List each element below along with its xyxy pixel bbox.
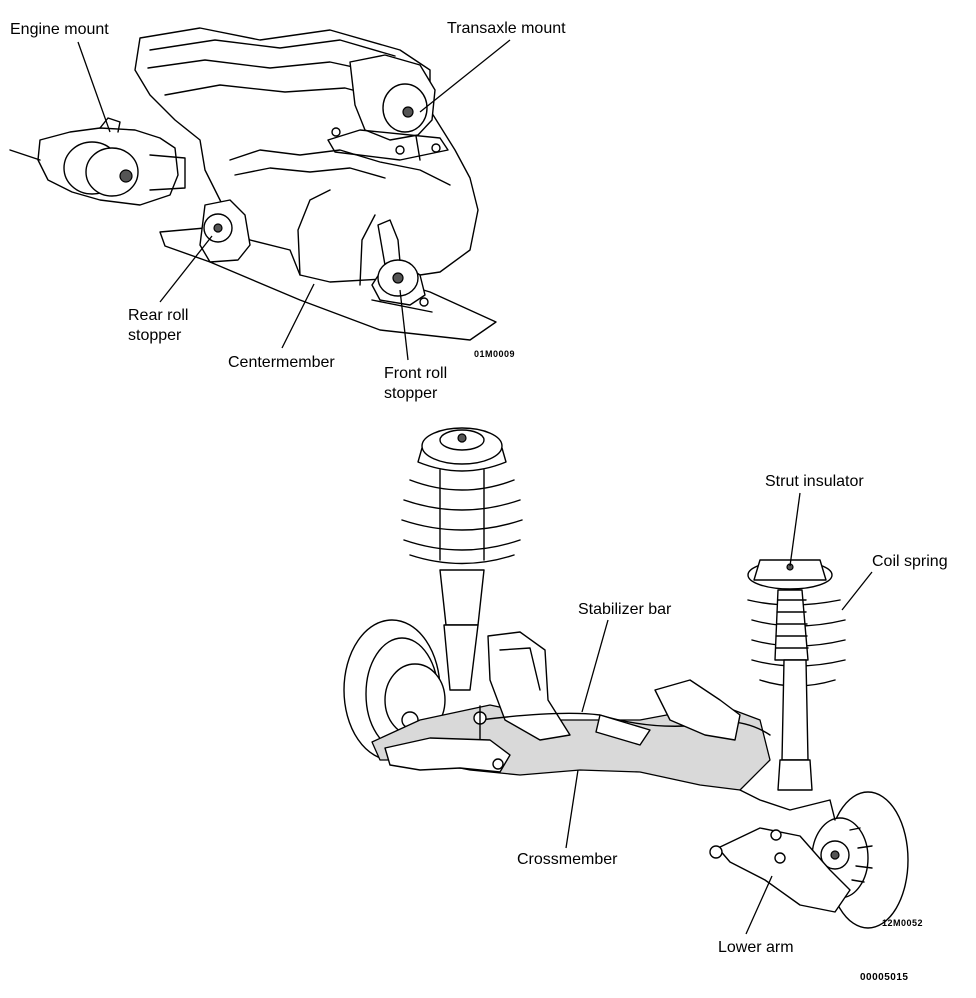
figure-code-top: 01M0009 bbox=[474, 349, 516, 359]
label-lower-arm: Lower arm bbox=[718, 939, 794, 956]
label-stabilizer-bar: Stabilizer bar bbox=[578, 601, 672, 618]
engine-assembly-drawing bbox=[9, 27, 497, 341]
bottom-leader-lines bbox=[565, 492, 873, 935]
figure-code-bottom: 12M0052 bbox=[882, 918, 924, 928]
page-code: 00005015 bbox=[860, 972, 909, 983]
label-engine-mount: Engine mount bbox=[10, 21, 109, 38]
top-leader-lines bbox=[77, 39, 511, 361]
label-strut-insulator: Strut insulator bbox=[765, 473, 864, 490]
crossmember-left-tower bbox=[487, 631, 571, 741]
label-centermember: Centermember bbox=[228, 354, 335, 371]
label-crossmember: Crossmember bbox=[517, 851, 618, 868]
suspension-assembly-drawing bbox=[343, 427, 909, 929]
label-transaxle-mount: Transaxle mount bbox=[447, 20, 566, 37]
label-rear-roll-stopper: Rear roll stopper bbox=[128, 307, 189, 344]
label-coil-spring: Coil spring bbox=[872, 553, 948, 570]
label-front-roll-stopper: Front roll stopper bbox=[384, 365, 448, 402]
